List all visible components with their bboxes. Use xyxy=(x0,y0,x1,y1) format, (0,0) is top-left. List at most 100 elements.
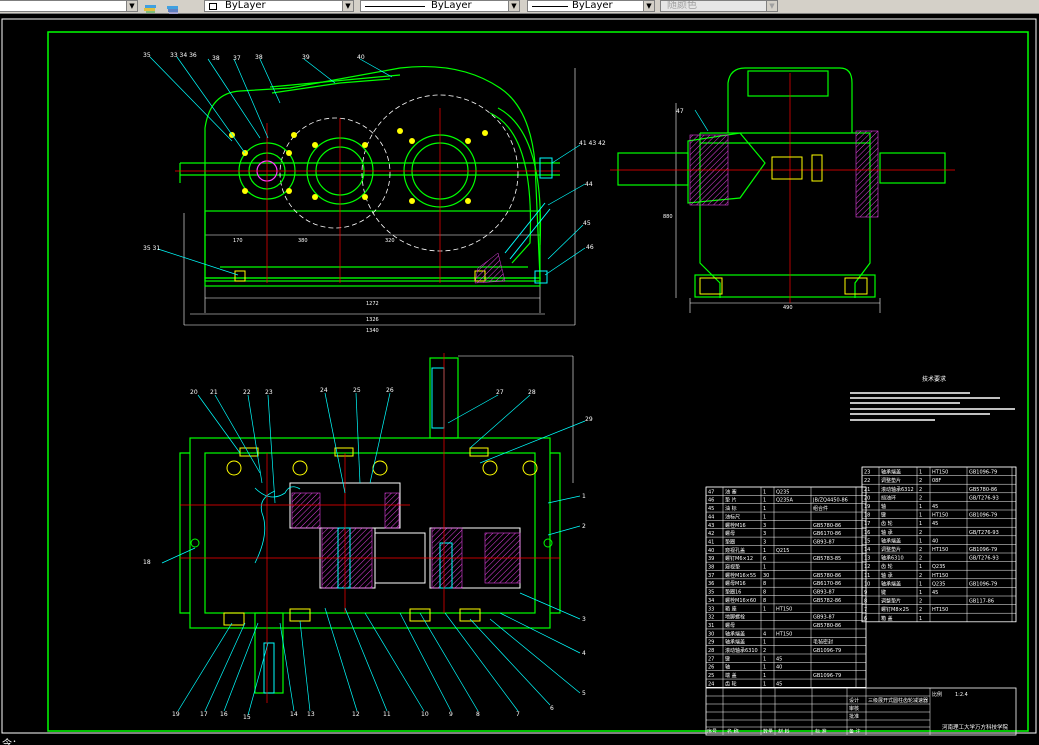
layer-dropdown[interactable]: ▼ xyxy=(0,0,138,12)
command-line[interactable]: 令： xyxy=(0,739,1039,745)
drawing-canvas[interactable]: 35 33 34 36 38 37 38 39 40 41 43 42 44 4… xyxy=(0,13,1039,740)
right-table-cell-name: 键 xyxy=(881,512,886,519)
left-table-cell-name: 螺钉M6×12 xyxy=(725,555,753,562)
left-table-cell-no: 40 xyxy=(708,548,714,554)
callout-9: 9 xyxy=(449,711,453,718)
left-table-cell-no: 41 xyxy=(708,539,714,545)
dim-170: 170 xyxy=(233,238,243,244)
right-table-cell-no: 13 xyxy=(864,556,870,562)
left-table-cell-no: 27 xyxy=(708,656,714,662)
left-table-cell-std: GB5780-86 xyxy=(813,573,841,579)
callout-20: 20 xyxy=(190,389,198,396)
title-block-header-cell: 名 称 xyxy=(727,728,739,735)
left-table-cell-name: 地脚螺栓 xyxy=(725,614,745,621)
layer-states-icon[interactable] xyxy=(165,0,181,14)
callout-18: 18 xyxy=(143,559,151,566)
lineweight-value: ByLayer xyxy=(572,0,613,11)
callout-26: 26 xyxy=(386,387,394,394)
right-table-cell-name: 轴承6310 xyxy=(881,555,904,562)
left-table-cell-std: GB5780-86 xyxy=(813,623,841,629)
left-table-cell-no: 46 xyxy=(708,498,714,504)
left-table-cell-name: 垫圈16 xyxy=(725,589,741,596)
callout-38: 38 xyxy=(212,55,220,62)
color-dropdown[interactable]: ByLayer ▼ xyxy=(204,0,354,12)
properties-toolbar: ▼ ByLayer ▼ ByLayer ▼ ByLayer ▼ 随颜色 ▼ xyxy=(0,0,1039,14)
right-table-cell-name: 螺钉M8×25 xyxy=(881,606,909,613)
right-table-cell-no: 9 xyxy=(864,590,867,596)
lineweight-preview-icon xyxy=(532,6,568,7)
right-table-cell-std: GB1096-79 xyxy=(969,470,997,476)
drawing-svg: 35 33 34 36 38 37 38 39 40 41 43 42 44 4… xyxy=(1,18,1037,736)
left-table-cell-name: 滚动轴承6310 xyxy=(725,647,758,654)
left-table-cell-std: GB6170-86 xyxy=(813,531,841,537)
callout-25: 25 xyxy=(353,387,361,394)
left-table-cell-no: 34 xyxy=(708,598,714,604)
left-table-cell-std: 组合件 xyxy=(813,505,828,512)
callout-35-31: 35 31 xyxy=(143,245,160,252)
right-table-cell-qty: 1 xyxy=(919,470,922,476)
left-table-cell-std: GB5780-86 xyxy=(813,523,841,529)
callout-47: 47 xyxy=(676,108,684,115)
right-table-cell-no: 10 xyxy=(864,581,870,587)
left-table-cell-qty: 1 xyxy=(763,498,766,504)
dim-490: 490 xyxy=(783,305,793,311)
school-name: 河南理工大学万方科技学院 xyxy=(942,723,1009,731)
callout-35: 35 xyxy=(143,52,151,59)
left-table-cell-std: GB93-87 xyxy=(813,539,835,545)
left-table-cell-name: 窥视垫 xyxy=(725,564,740,571)
left-table-cell-name: 螺母 xyxy=(725,530,735,537)
right-table-cell-qty: 2 xyxy=(919,495,922,501)
left-table-cell-no: 35 xyxy=(708,590,714,596)
linetype-dropdown[interactable]: ByLayer ▼ xyxy=(360,0,520,12)
right-table-cell-no: 8 xyxy=(864,599,867,605)
dim-1272: 1272 xyxy=(366,301,379,307)
left-table-cell-mat: HT150 xyxy=(776,631,792,637)
right-table-cell-no: 22 xyxy=(864,478,870,484)
right-table-cell-no: 16 xyxy=(864,530,870,536)
left-table-cell-name: 窥视孔盖 xyxy=(725,547,745,554)
left-table-cell-qty: 1 xyxy=(763,548,766,554)
left-table-cell-qty: 1 xyxy=(763,656,766,662)
lineweight-dropdown[interactable]: ByLayer ▼ xyxy=(527,0,655,12)
right-table-cell-qty: 1 xyxy=(919,616,922,622)
left-table-cell-name: 轴承端盖 xyxy=(725,639,745,646)
right-table-cell-qty: 2 xyxy=(919,478,922,484)
linetype-preview-icon xyxy=(365,6,425,7)
left-table-cell-qty: 6 xyxy=(763,556,766,562)
left-table-cell-no: 44 xyxy=(708,514,714,520)
right-table-cell-mat: HT150 xyxy=(932,573,948,579)
left-table-cell-name: 箱 座 xyxy=(725,605,737,612)
right-table-cell-no: 17 xyxy=(864,521,870,527)
callout-1: 1 xyxy=(582,493,586,500)
drawing-title: 三级展开式圆柱齿轮减速器 xyxy=(868,697,928,704)
right-table-cell-name: 轴承端盖 xyxy=(881,580,901,587)
right-table-cell-name: 调整垫片 xyxy=(881,598,901,605)
left-table-cell-qty: 1 xyxy=(763,640,766,646)
callout-13: 13 xyxy=(307,711,315,718)
layer-previous-icon[interactable] xyxy=(142,0,158,13)
left-table-cell-qty: 4 xyxy=(763,631,766,637)
callout-8: 8 xyxy=(476,711,480,718)
chevron-down-icon: ▼ xyxy=(766,1,777,11)
callout-5: 5 xyxy=(582,690,586,697)
callout-21: 21 xyxy=(210,389,218,396)
command-prompt: 令： xyxy=(2,739,22,745)
left-table-cell-mat: Q235 xyxy=(776,489,789,495)
